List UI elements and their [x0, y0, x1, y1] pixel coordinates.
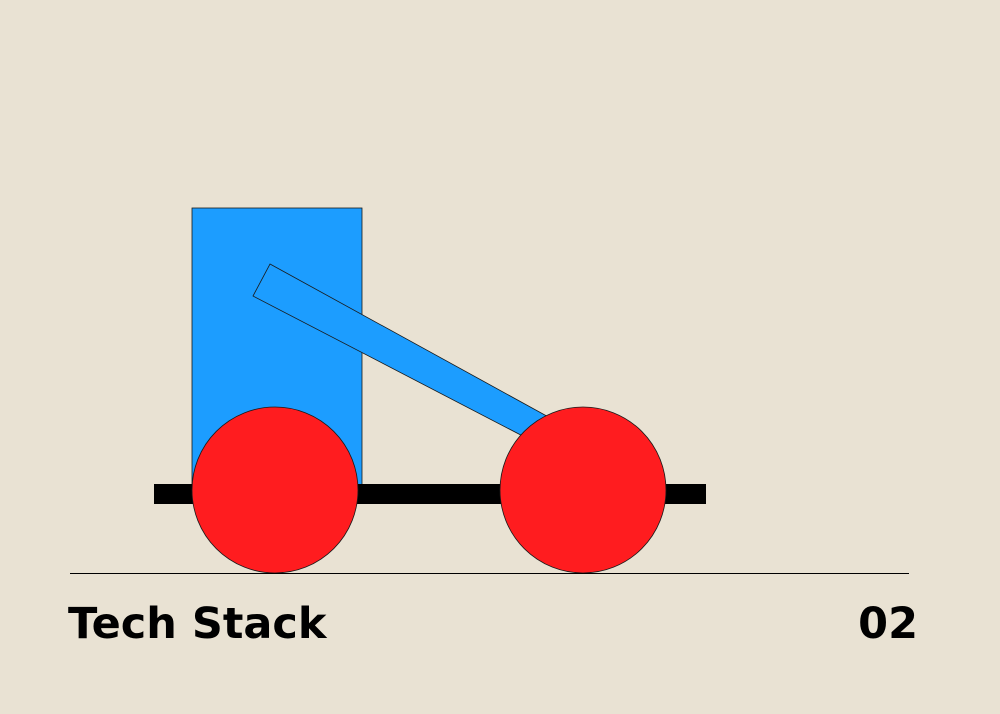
- poster-number: 02: [858, 599, 918, 649]
- left-wheel: [191, 406, 359, 574]
- caption: Tech Stack 02: [68, 596, 918, 652]
- poster-title: Tech Stack: [68, 599, 327, 649]
- right-wheel: [499, 406, 667, 574]
